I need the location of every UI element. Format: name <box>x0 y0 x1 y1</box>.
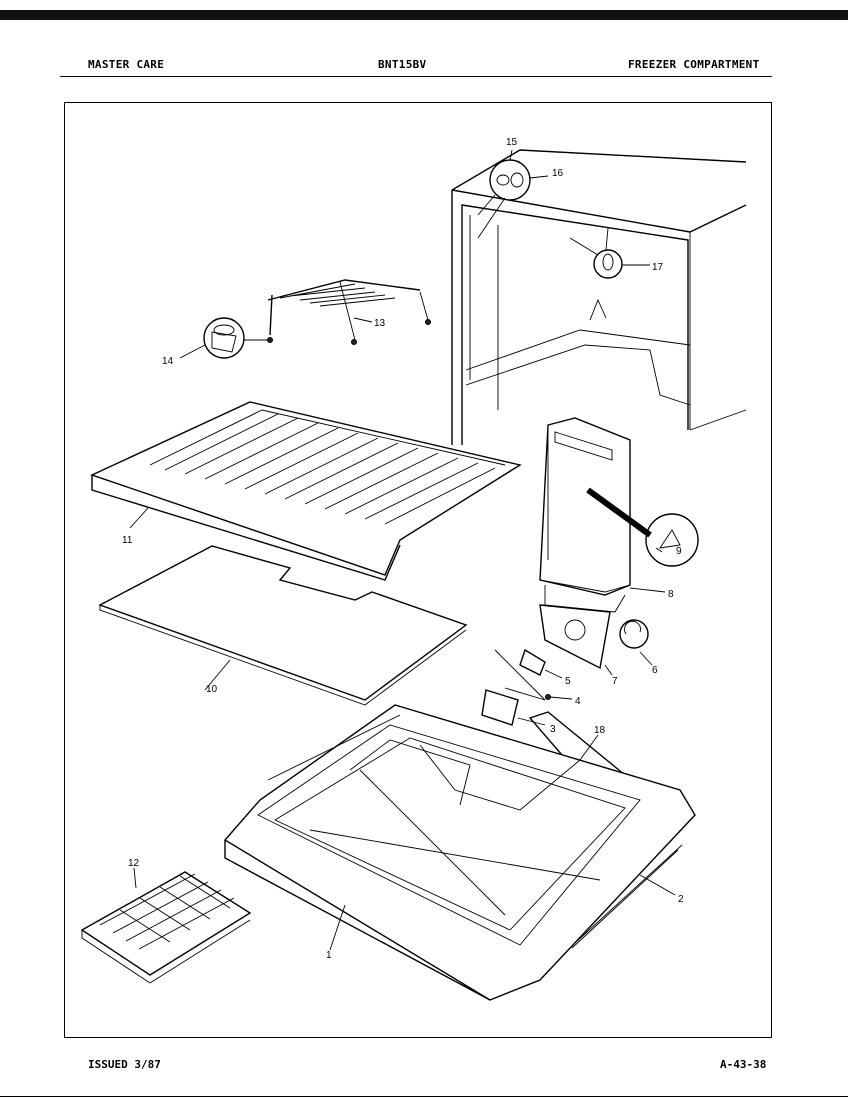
duct-8 <box>539 417 631 613</box>
top-border-bar <box>0 10 848 20</box>
diagram-frame <box>64 102 772 1038</box>
leader-lines <box>129 149 676 951</box>
part-14 <box>203 317 268 359</box>
callout-2: 2 <box>678 894 684 905</box>
callout-5: 5 <box>565 676 571 687</box>
shroud-7 <box>539 604 611 670</box>
callout-18: 18 <box>594 725 606 736</box>
callout-16: 16 <box>552 168 564 179</box>
rack-13 <box>267 279 431 345</box>
callout-6: 6 <box>652 665 658 676</box>
shelf-11 <box>90 401 522 581</box>
callout-14: 14 <box>162 356 174 367</box>
callout-8: 8 <box>668 589 674 600</box>
header-rule <box>60 76 772 77</box>
callout-12: 12 <box>128 858 140 869</box>
callout-9: 9 <box>676 546 682 557</box>
callout-3: 3 <box>550 724 556 735</box>
footer-page-code: A-43-38 <box>720 1058 767 1071</box>
callout-labels: 1 2 3 4 5 6 7 8 9 10 11 12 13 14 15 16 1… <box>122 137 684 961</box>
part-17 <box>569 227 623 279</box>
callout-7: 7 <box>612 676 618 687</box>
callout-10: 10 <box>206 684 218 695</box>
header-section: FREEZER COMPARTMENT <box>628 58 760 71</box>
light-assembly-15-16 <box>477 159 531 239</box>
fan-motor-3-4-5 <box>481 648 551 726</box>
callout-4: 4 <box>575 696 581 707</box>
callout-17: 17 <box>652 262 664 273</box>
bottom-pan-1 <box>223 704 696 1001</box>
callout-1: 1 <box>326 950 332 961</box>
freezer-cabinet <box>451 149 747 445</box>
callout-11: 11 <box>122 535 133 546</box>
ice-tray-12 <box>80 871 252 984</box>
callout-13: 13 <box>374 318 386 329</box>
bottom-rule <box>0 1096 848 1097</box>
part-9 <box>586 487 699 567</box>
gasket-2 <box>571 844 683 949</box>
footer-issued: ISSUED 3/87 <box>88 1058 161 1071</box>
callout-15: 15 <box>506 137 518 148</box>
part-6 <box>619 619 649 649</box>
header-model: BNT15BV <box>378 58 427 71</box>
header-brand: MASTER CARE <box>88 58 165 71</box>
panel-10 <box>98 545 468 706</box>
